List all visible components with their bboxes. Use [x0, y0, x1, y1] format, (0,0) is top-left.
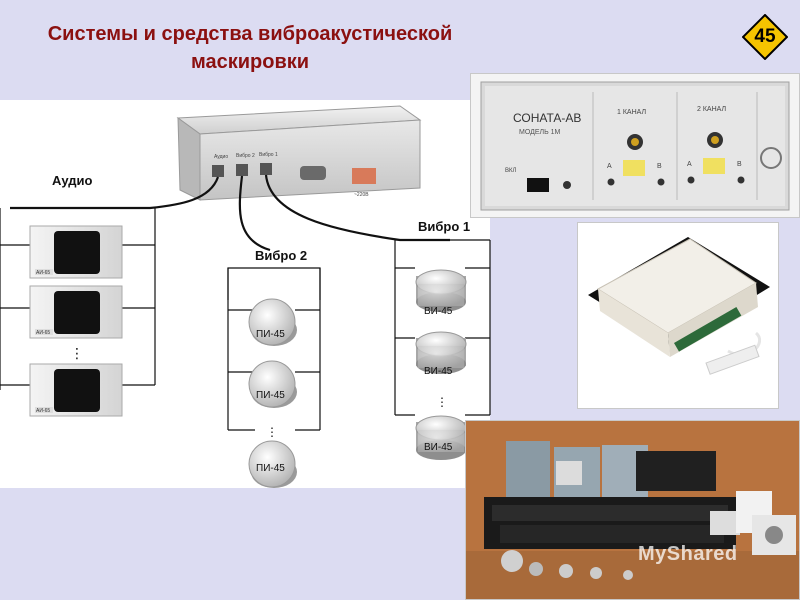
sonata-power-label: ВКЛ [505, 168, 516, 174]
title-line-1: Системы и средства виброакустической [47, 23, 453, 45]
vibro1-label: Вибро 1 [418, 219, 470, 234]
speaker-2: АИ-65 [29, 285, 123, 339]
vibro2-label: Вибро 2 [255, 248, 307, 263]
sonata-channel-2: 2 КАНАЛ [697, 106, 726, 113]
pi-sensor-2-label: ПИ-45 [256, 390, 285, 401]
vibro2-bus [227, 267, 321, 431]
generator-unit: Аудио Вибро 2 Вибро 1 ~220В [176, 105, 422, 201]
pi-sensor-1: ПИ-45 [248, 298, 297, 346]
vi-sensor-2: ВИ-45 [415, 331, 467, 377]
slide-number: 45 [754, 26, 776, 47]
vi-sensor-1-label: ВИ-45 [424, 306, 453, 317]
pi-sensor-1-label: ПИ-45 [256, 329, 285, 340]
speaker-ellipsis: ⋮ [70, 345, 84, 361]
watermark: MyShared [638, 543, 738, 565]
speaker-2-tag: АИ-65 [36, 330, 50, 336]
vi-sensor-3: ВИ-45 [415, 415, 467, 460]
speaker-3: АИ-65 [29, 363, 123, 417]
speaker-1-tag: АИ-65 [36, 270, 50, 276]
sonata-knob-a-2: A [687, 161, 692, 168]
generator-power-label: ~220В [354, 192, 369, 198]
photo-sonata-av: СОНАТА-АВ МОДЕЛЬ 1М 1 КАНАЛ 2 КАНАЛ ВКЛ … [470, 73, 800, 218]
sonata-knob-a-1: A [607, 163, 612, 170]
generator-output-vibro2: Вибро 2 [236, 153, 255, 159]
slide-title: Системы и средства виброакустической мас… [0, 20, 500, 76]
sonata-model: МОДЕЛЬ 1М [519, 129, 561, 136]
vi-sensor-1: ВИ-45 [415, 269, 467, 317]
sonata-knob-b-1: B [657, 163, 662, 170]
pi-sensor-2: ПИ-45 [248, 360, 297, 408]
pi-ellipsis: ⋮ [266, 425, 278, 439]
generator-output-vibro1: Вибро 1 [259, 152, 278, 158]
photo-white-generator [577, 222, 779, 409]
pi-sensor-3-label: ПИ-45 [256, 463, 285, 474]
photo-equipment-set [465, 420, 800, 600]
sonata-channel-1: 1 КАНАЛ [617, 109, 646, 116]
vi-sensor-3-label: ВИ-45 [424, 442, 453, 453]
vibro1-bus [394, 239, 491, 416]
pi-sensor-3: ПИ-45 [248, 440, 297, 488]
generator-output-audio: Аудио [214, 154, 228, 160]
speaker-1: АИ-65 [29, 225, 123, 279]
sonata-name: СОНАТА-АВ [513, 111, 581, 125]
speaker-3-tag: АИ-65 [36, 408, 50, 414]
title-line-2: маскировки [190, 51, 310, 73]
audio-bus [0, 208, 156, 390]
sonata-knob-b-2: B [737, 161, 742, 168]
cables [10, 174, 450, 252]
audio-label: Аудио [52, 173, 93, 188]
vi-ellipsis: ⋮ [436, 395, 448, 409]
slide-number-badge-icon [742, 14, 788, 60]
vi-sensor-2-label: ВИ-45 [424, 366, 453, 377]
